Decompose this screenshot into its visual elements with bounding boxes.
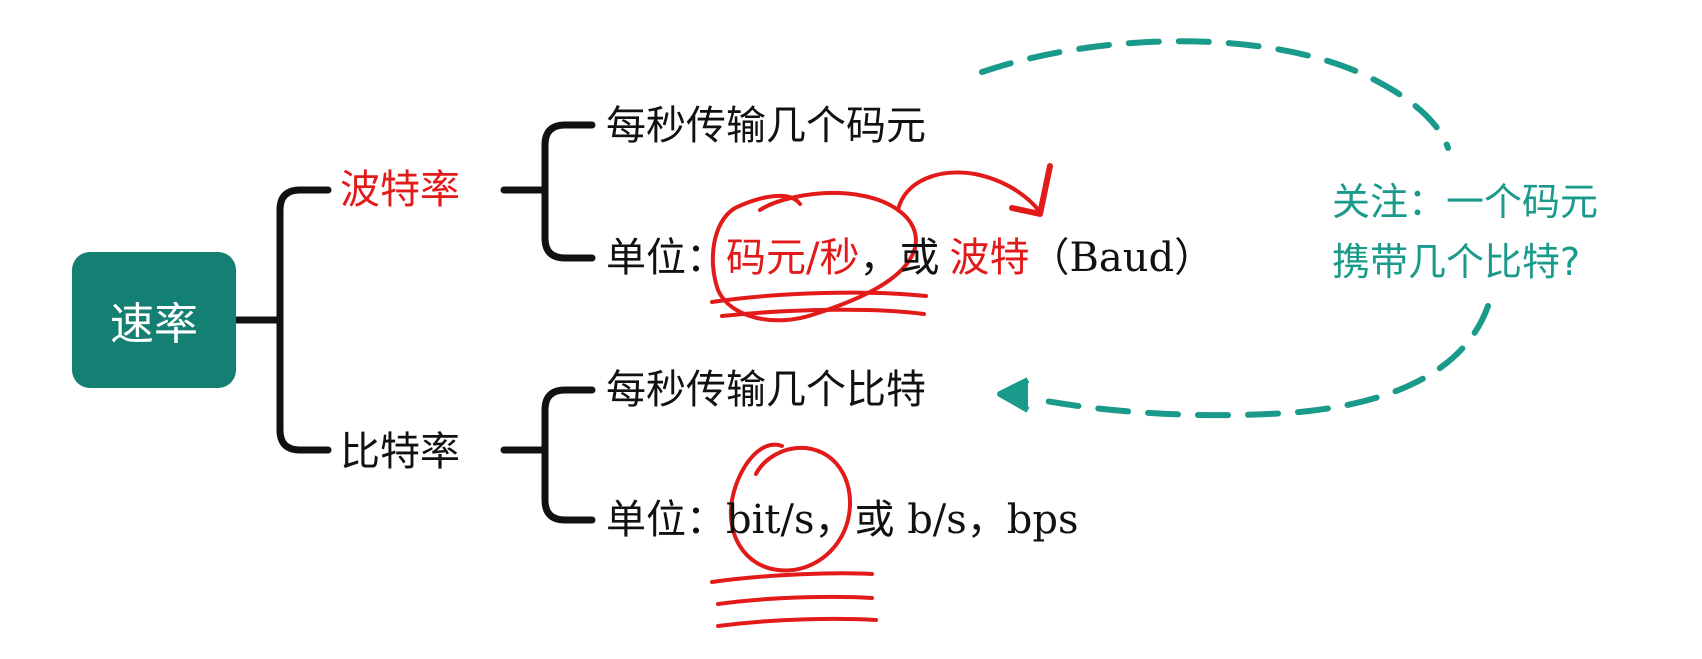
root-label: 速率 [110,299,198,350]
baud-rate-definition: 每秒传输几个码元 [606,103,926,149]
bit-unit-prefix: 单位： [606,497,726,543]
red-underline-baud-2 [720,307,926,318]
baud-unit-alt: 波特 [949,235,1030,281]
baud-rate-label: 波特率 [340,167,460,213]
root-node: 速率 [72,252,236,388]
red-underline-baud-1 [710,290,928,304]
bit-rate-definition: 每秒传输几个比特 [606,367,926,413]
baud-unit-alt-en: （Baud） [1029,235,1215,281]
level1-bracket [276,186,332,454]
teal-dashed-bottom [1027,303,1491,419]
annotation-line-2: 携带几个比特? [1332,240,1581,284]
baud-unit-main: 码元/秒 [726,235,860,281]
bit-rate-unit-line: 单位：bit/s，或 b/s，bps [606,500,1079,544]
bit-unit-rest: ，或 b/s，bps [814,497,1079,543]
bit-bracket [541,386,596,524]
bit-unit-main: bit/s [726,497,815,543]
red-underline-bit-1 [710,571,874,584]
red-arrow-curve [896,170,1042,214]
annotation-line-1: 关注：一个码元 [1332,180,1599,224]
baud-unit-or: ，或 [859,235,940,281]
red-underline-bit-2 [716,594,874,606]
bit-rate-label: 比特率 [340,429,460,475]
red-arrow-head [1009,163,1053,217]
annotation-note: 关注：一个码元 携带几个比特? [1332,172,1598,292]
red-circle-bit-unit [728,442,853,573]
red-circle-baud-unit [710,190,918,323]
red-underline-bit-3 [716,616,878,628]
teal-arrow-head [997,377,1030,413]
baud-unit-prefix: 单位： [606,235,726,281]
baud-rate-unit-line: 单位：码元/秒，或波特（Baud） [606,238,1214,282]
teal-dashed-top [979,38,1451,151]
baud-bracket [541,121,596,262]
